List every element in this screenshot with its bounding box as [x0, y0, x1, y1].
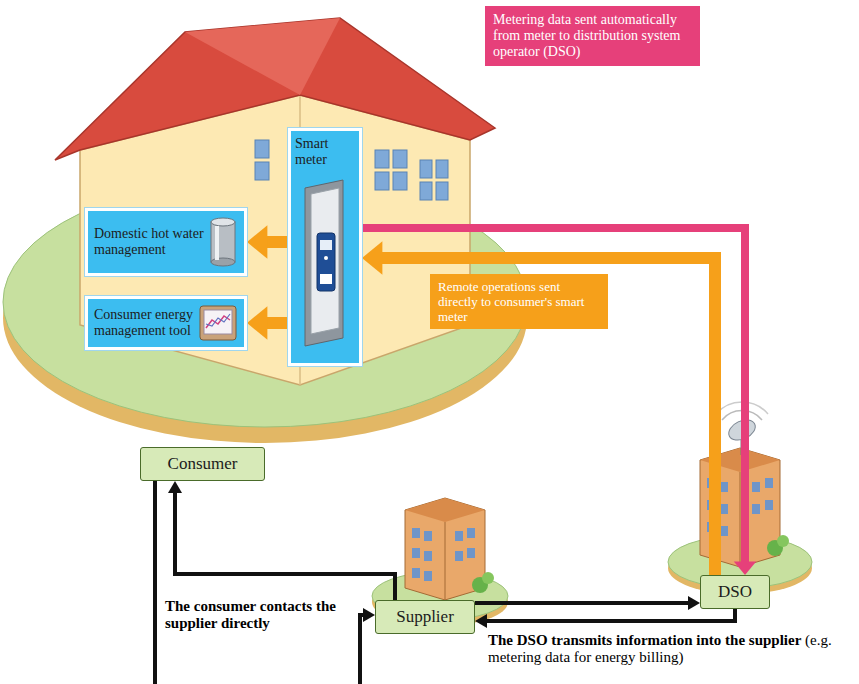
connector-line — [486, 609, 735, 621]
connector-arrow — [475, 596, 700, 610]
node-text: Consumer — [145, 454, 260, 474]
device-box: Consumer energy management tool — [85, 296, 247, 350]
connector-line — [362, 228, 745, 562]
node-text: Smart meter — [295, 136, 355, 168]
actor-box: DSO — [700, 575, 770, 609]
arrow-head — [362, 241, 382, 275]
house-wall — [80, 95, 470, 385]
actor-box: Supplier — [375, 600, 475, 634]
note-text: The DSO transmits information into the s… — [488, 632, 801, 648]
connector-arrow — [362, 228, 756, 575]
connector-line — [266, 317, 288, 329]
meter-box: Smart meter — [288, 128, 362, 366]
roof — [55, 18, 495, 160]
arrow-head — [363, 608, 375, 622]
meter-icon — [295, 178, 355, 348]
arrow-head — [734, 561, 756, 575]
node-text: DSO — [705, 582, 765, 602]
connector-arrow — [247, 306, 288, 340]
arrow-head — [247, 306, 267, 340]
note-text: The consumer contacts the supplier direc… — [165, 598, 336, 631]
connector-line — [175, 492, 395, 600]
node-text: Domestic hot water management — [94, 226, 208, 258]
arrow-head — [475, 614, 487, 628]
note-block: The DSO transmits information into the s… — [488, 632, 853, 666]
connector-line — [155, 481, 364, 684]
device-box: Domestic hot water management — [85, 208, 247, 276]
connector-arrow — [155, 481, 375, 684]
connector-arrow — [168, 481, 395, 600]
connector-arrow — [247, 225, 288, 259]
callout-box: Metering data sent automatically from me… — [485, 6, 700, 66]
connector-line — [475, 601, 689, 605]
arrow-head — [247, 225, 267, 259]
connector-line — [381, 258, 715, 575]
node-text: Metering data sent automatically from me… — [493, 12, 692, 60]
node-text: Supplier — [380, 607, 470, 627]
tank-icon — [208, 216, 238, 268]
actor-box: Consumer — [140, 447, 265, 481]
note-block: The consumer contacts the supplier direc… — [165, 598, 353, 632]
node-text: Remote operations sent directly to consu… — [438, 279, 600, 324]
screen-icon — [198, 304, 238, 342]
node-text: Consumer energy management tool — [94, 307, 198, 339]
connector-arrow — [475, 609, 735, 628]
callout-box: Remote operations sent directly to consu… — [430, 274, 608, 329]
arrow-head — [688, 596, 700, 610]
arrow-head — [168, 481, 182, 493]
connector-arrow — [362, 241, 715, 575]
connector-line — [266, 236, 288, 248]
